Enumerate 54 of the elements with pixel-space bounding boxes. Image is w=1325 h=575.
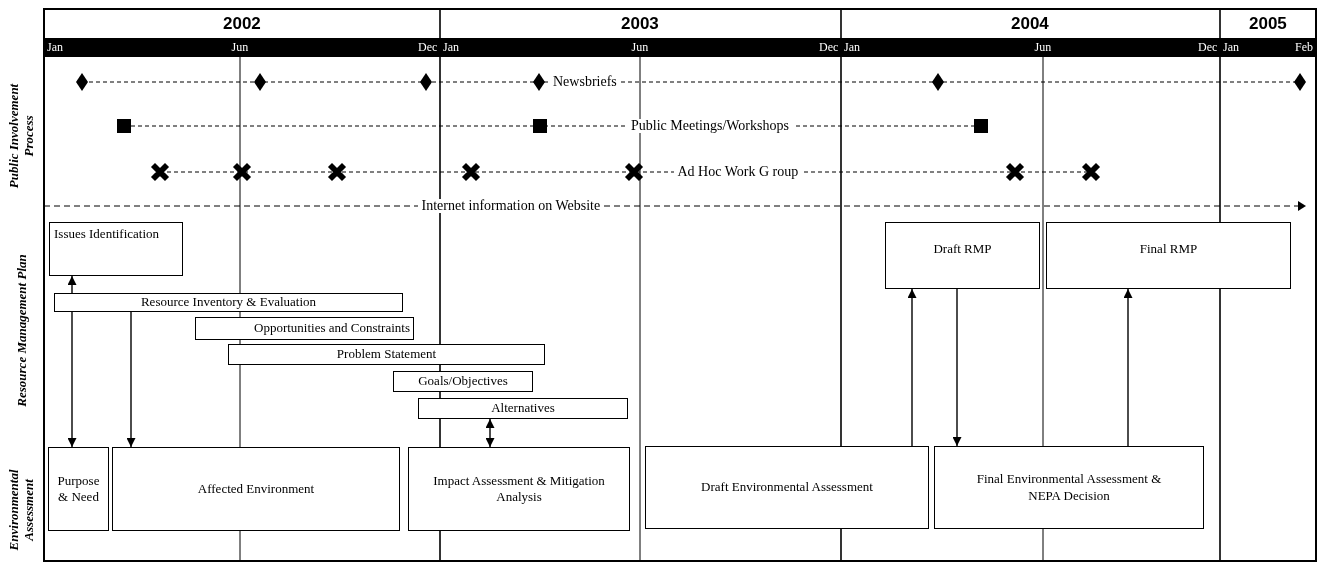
box-text: Final RMP <box>1139 241 1198 258</box>
arrow <box>907 288 917 447</box>
process-box <box>49 222 183 276</box>
month-label: Dec <box>819 41 839 53</box>
month-label: Jun <box>631 41 649 53</box>
process-box <box>645 446 929 529</box>
lane-label: Public Involvement Process <box>7 82 37 191</box>
month-label: Jan <box>844 41 860 53</box>
month-label: Dec <box>418 41 438 53</box>
box-text: Purpose & Need <box>56 472 101 506</box>
month-label: Jun <box>231 41 249 53</box>
process-box <box>1046 222 1291 289</box>
box-text: Draft RMP <box>933 241 992 258</box>
timeline-label: Newsbriefs <box>549 75 621 89</box>
box-text: Problem Statement <box>336 346 437 363</box>
arrow <box>67 311 77 448</box>
month-label: Jan <box>47 41 63 53</box>
arrow <box>1123 288 1133 447</box>
process-box <box>885 222 1040 289</box>
lane-label: Environmental Assessment <box>7 468 37 553</box>
month-label: Jan <box>1223 41 1239 53</box>
box-text: Affected Environment <box>197 480 315 498</box>
timeline-label: Public Meetings/Workshops <box>627 119 793 133</box>
box-text: Resource Inventory & Evaluation <box>140 294 317 311</box>
process-box <box>418 398 628 419</box>
box-text: Impact Assessment & Mitigation Analysis <box>432 472 606 506</box>
box-text: Alternatives <box>491 400 555 417</box>
process-box <box>408 447 630 531</box>
arrow <box>67 275 77 294</box>
process-box <box>54 293 403 312</box>
process-box <box>195 317 414 340</box>
year-label: 2002 <box>223 14 261 32</box>
box-text: Issues Identification <box>54 226 160 243</box>
arrow <box>952 288 962 447</box>
lane-label: Resource Management Plan <box>14 252 30 409</box>
box-text: Goals/Objectives <box>418 373 508 390</box>
process-box <box>393 371 533 392</box>
arrow <box>485 418 495 448</box>
process-box <box>228 344 545 365</box>
year-label: 2005 <box>1249 14 1287 32</box>
month-label: Feb <box>1295 41 1313 53</box>
year-label: 2004 <box>1011 14 1049 32</box>
process-box <box>934 446 1204 529</box>
process-box <box>112 447 400 531</box>
year-label: 2003 <box>621 14 659 32</box>
month-label: Dec <box>1198 41 1218 53</box>
box-text: Final Environmental Assessment & NEPA Decision <box>975 471 1163 504</box>
month-label: Jun <box>1034 41 1052 53</box>
box-text: Opportunities and Constraints <box>254 320 410 337</box>
timeline-label: Ad Hoc Work G roup <box>673 165 803 179</box>
box-text: Draft Environmental Assessment <box>701 479 873 496</box>
process-box <box>48 447 109 531</box>
month-label: Jan <box>443 41 459 53</box>
arrow <box>126 311 136 448</box>
